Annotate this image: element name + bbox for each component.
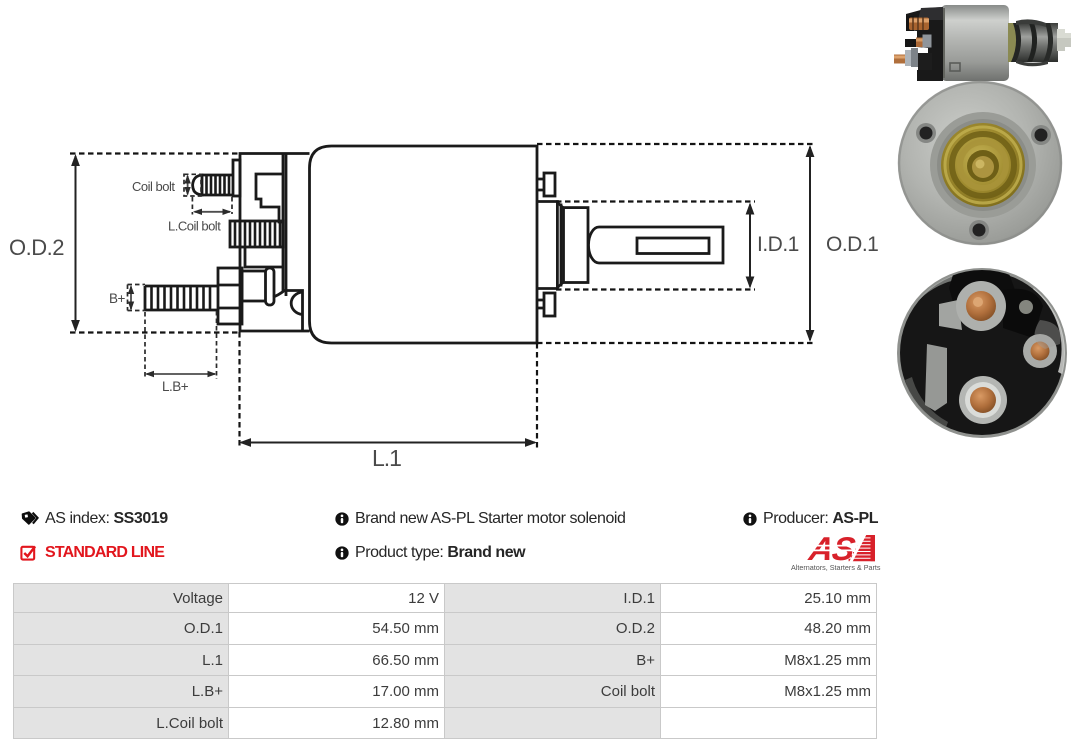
svg-text:Coil bolt: Coil bolt (132, 179, 175, 194)
svg-text:L.Coil bolt: L.Coil bolt (168, 219, 221, 234)
svg-text:L.1: L.1 (372, 445, 401, 471)
svg-text:L.B+: L.B+ (162, 379, 189, 394)
svg-text:I.D.1: I.D.1 (757, 233, 799, 256)
svg-text:O.D.1: O.D.1 (826, 233, 878, 256)
svg-text:O.D.2: O.D.2 (9, 235, 64, 260)
svg-text:Alternators, Starters & Parts: Alternators, Starters & Parts (791, 563, 881, 572)
svg-text:B+: B+ (109, 291, 126, 306)
